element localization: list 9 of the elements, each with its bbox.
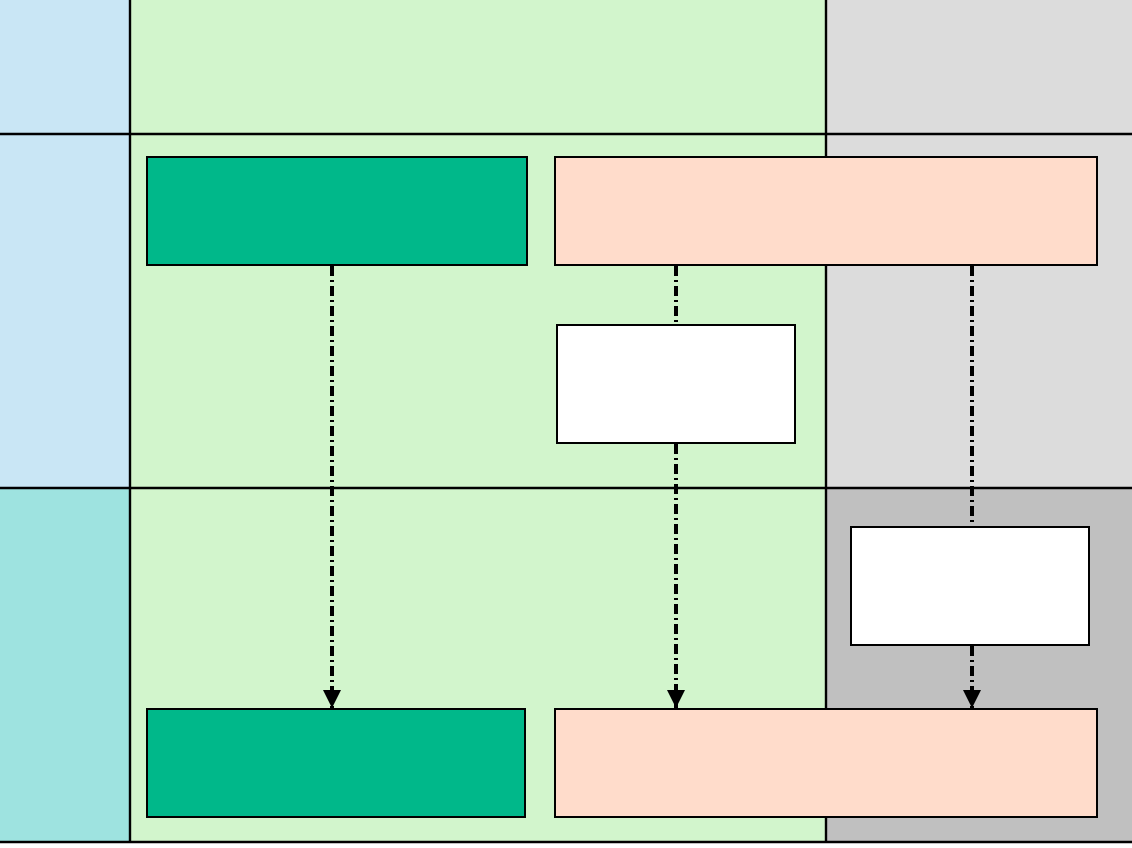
arrow (667, 444, 685, 708)
process-box (146, 156, 528, 266)
process-box (554, 156, 1098, 266)
arrow (963, 646, 981, 708)
process-box (554, 708, 1098, 818)
process-box (850, 526, 1090, 646)
process-box (556, 324, 796, 444)
process-box (146, 708, 526, 818)
arrow (323, 266, 341, 708)
